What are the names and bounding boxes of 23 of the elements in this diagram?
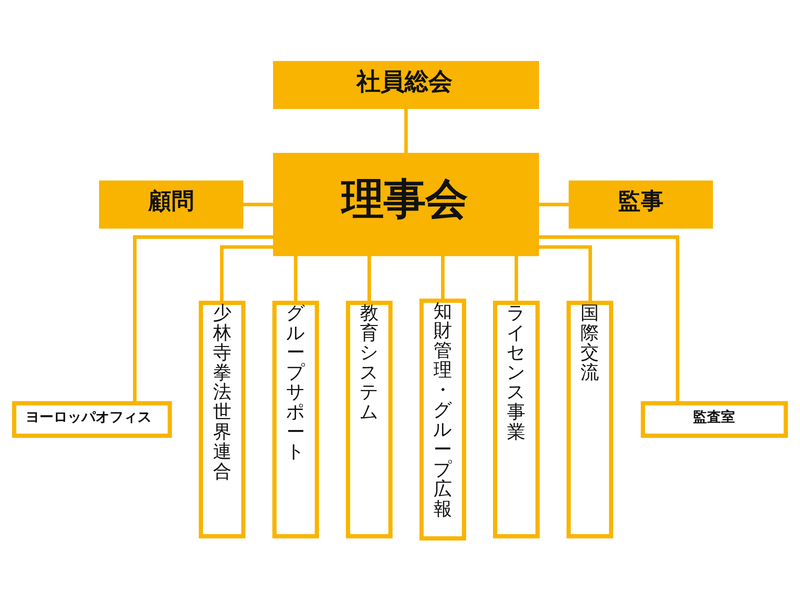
node-box: 監査室 [640,401,788,438]
node-box: 監事 [568,180,713,229]
connector [538,235,680,403]
node-box: グループサポート [272,300,320,538]
node-box: ヨーロッパオフィス [12,401,172,438]
node-box: ライセンス事業 [493,300,540,538]
node-box: 国際交流 [566,300,614,538]
connector [294,255,298,303]
node-box: 社員総会 [273,60,539,110]
node-box: 顧問 [99,180,244,229]
connector [538,245,592,302]
connector [133,235,274,403]
connector [441,255,445,301]
connector [538,202,569,206]
node-box: 教育システム [346,300,393,538]
node-box: 理事会 [273,152,539,256]
connector [220,245,274,302]
connector [242,202,274,206]
connector [367,255,371,303]
connector [404,108,408,154]
node-box: 知財管理・グループ広報 [419,298,466,540]
connector [514,255,518,303]
node-box: 少林寺拳法世界連合 [198,300,246,538]
